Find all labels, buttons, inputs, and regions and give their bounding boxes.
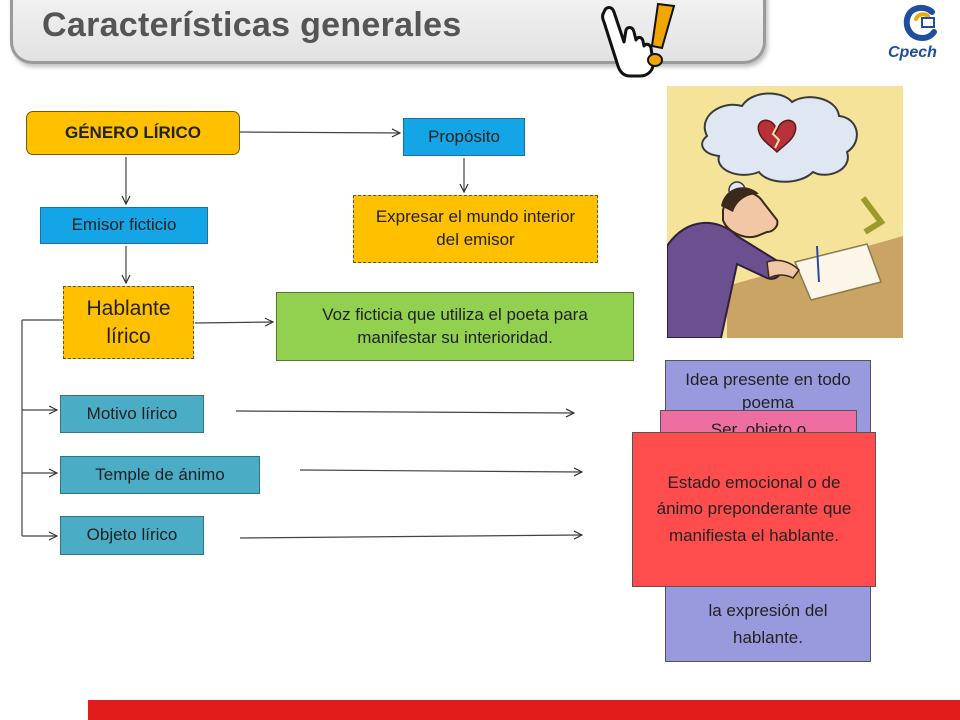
expresar-mundo-box: Expresar el mundo interior del emisor <box>353 195 598 263</box>
logo-label: Cpech <box>888 44 937 61</box>
hablante-lirico-box: Hablante lírico <box>63 286 194 359</box>
voz-ficticia-box: Voz ficticia que utiliza el poeta para m… <box>276 292 634 361</box>
heartbroken-writer-illustration <box>667 86 903 338</box>
temple-de-animo-definition-card: Estado emocional o de ánimo preponderant… <box>632 432 876 587</box>
objeto-lirico-box: Objeto lírico <box>60 516 204 555</box>
genero-lirico-box: GÉNERO LÍRICO <box>26 111 240 155</box>
motivo-lirico-definition-text: Idea presente en todo poema <box>685 370 851 412</box>
proposito-box: Propósito <box>403 118 525 156</box>
cpech-logo-icon <box>903 4 937 42</box>
motivo-lirico-box: Motivo lírico <box>60 395 204 433</box>
emisor-ficticio-box: Emisor ficticio <box>40 207 208 244</box>
temple-de-animo-box: Temple de ánimo <box>60 456 260 494</box>
hand-pointer-exclamation-icon <box>601 2 676 78</box>
footer-accent-bar <box>88 700 960 720</box>
objeto-lirico-definition-ending: la expresión del hablante. <box>708 600 828 647</box>
title-bar <box>10 0 766 64</box>
page-title: Características generales <box>42 6 462 44</box>
